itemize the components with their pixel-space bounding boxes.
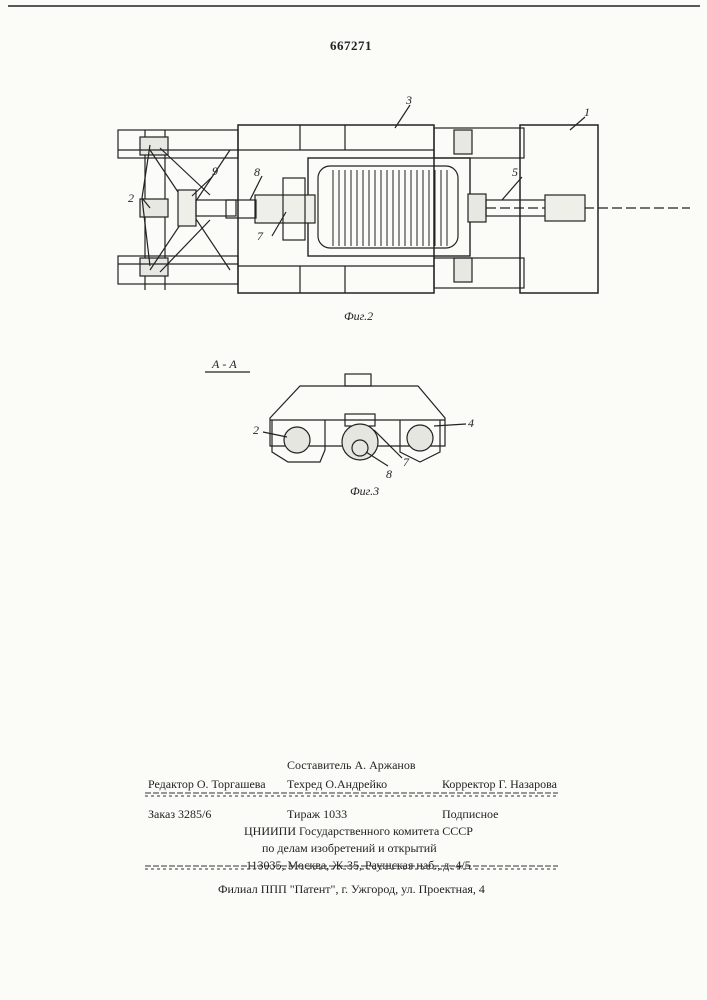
subscription: Подписное bbox=[442, 807, 499, 822]
circulation: Тираж 1033 bbox=[287, 807, 347, 822]
figure-3-callouts: А - А 2 4 7 8 Фиг.3 bbox=[211, 357, 474, 498]
fig3-label-7: 7 bbox=[403, 455, 410, 469]
branch: Филиал ППП "Патент", г. Ужгород, ул. Про… bbox=[218, 882, 485, 897]
fig2-label-1: 1 bbox=[584, 105, 590, 119]
fig3-label-8: 8 bbox=[386, 467, 392, 481]
corrector: Корректор Г. Назарова bbox=[442, 777, 557, 792]
fig2-label-5: 5 bbox=[512, 165, 518, 179]
org-line-1: ЦНИИПИ Государственного комитета СССР bbox=[244, 824, 473, 839]
address: 113035, Москва, Ж-35, Раушская наб., д. … bbox=[246, 858, 471, 873]
fig2-label-2: 2 bbox=[128, 191, 134, 205]
fig2-label-9: 9 bbox=[212, 164, 218, 178]
fig2-label-7: 7 bbox=[257, 229, 264, 243]
figure-2 bbox=[8, 6, 700, 293]
fig3-label-4: 4 bbox=[468, 416, 474, 430]
editor: Редактор О. Торгашева bbox=[148, 777, 266, 792]
fig3-caption: Фиг.3 bbox=[350, 484, 379, 498]
fig2-caption: Фиг.2 bbox=[344, 309, 373, 323]
compiler: Составитель А. Аржанов bbox=[287, 758, 416, 773]
techred: Техред О.Андрейко bbox=[287, 777, 387, 792]
fig2-label-3: 3 bbox=[405, 93, 412, 107]
org-line-2: по делам изобретений и открытий bbox=[262, 841, 437, 856]
section-label: А - А bbox=[211, 357, 237, 371]
figure-3 bbox=[205, 372, 466, 466]
fig2-label-8: 8 bbox=[254, 165, 260, 179]
fig3-label-2: 2 bbox=[253, 423, 259, 437]
order: Заказ 3285/6 bbox=[148, 807, 211, 822]
